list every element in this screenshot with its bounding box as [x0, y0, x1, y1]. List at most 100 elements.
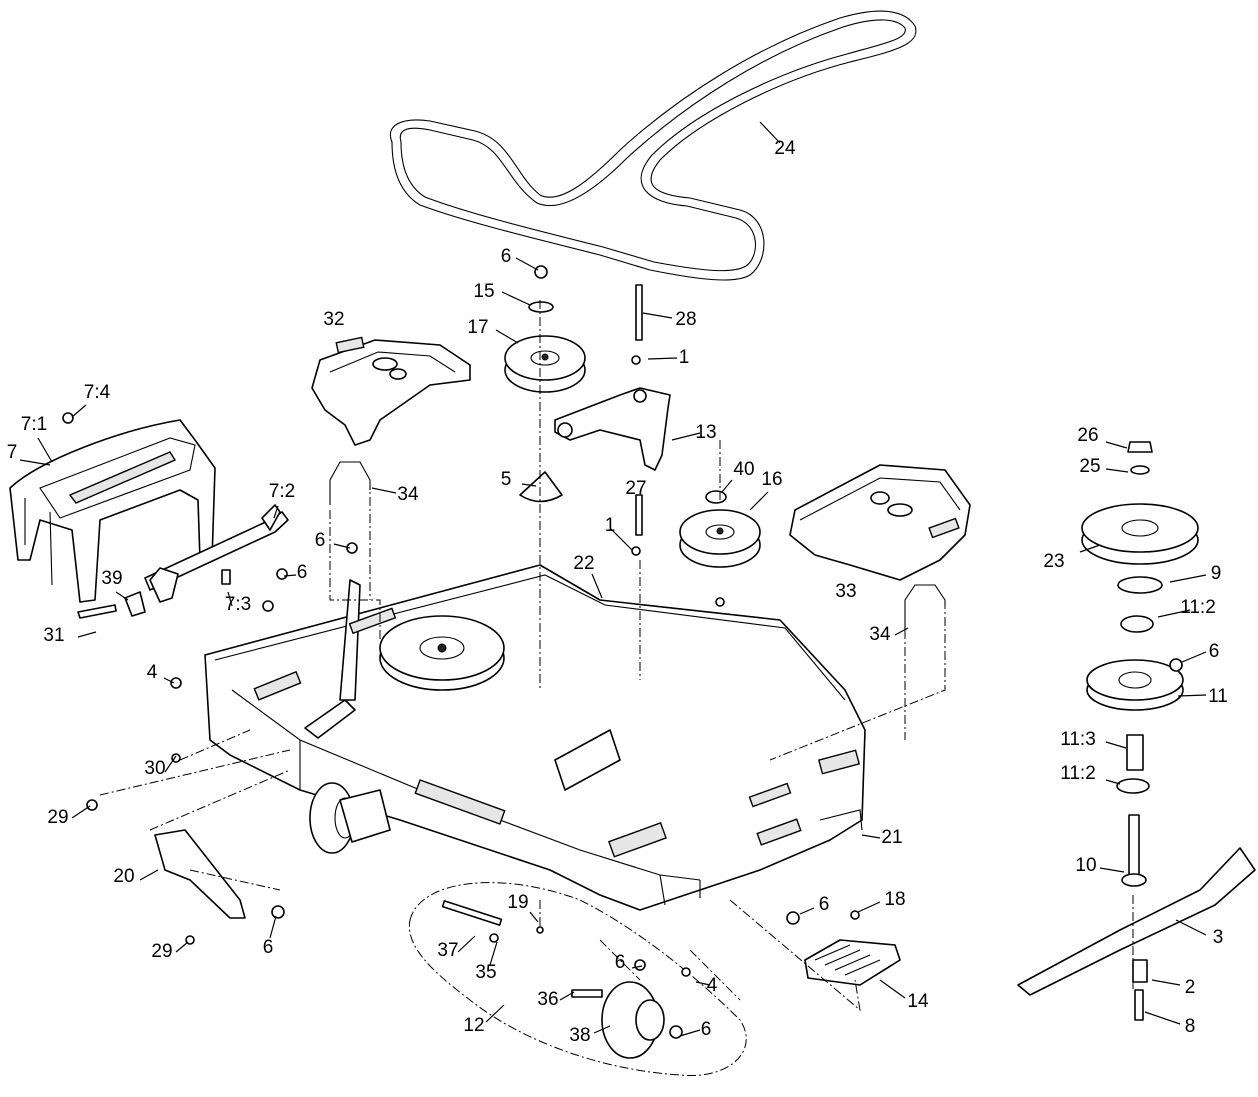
callout-label: 34	[397, 484, 419, 505]
callout-label: 16	[761, 469, 782, 490]
callout-leader-line	[1144, 1011, 1181, 1025]
callout-leader-line	[1175, 919, 1207, 936]
callout-leader-line	[164, 755, 177, 773]
cone-washer	[519, 471, 563, 503]
spindle-spacer-2	[1132, 959, 1148, 983]
callout-label: 39	[101, 568, 122, 589]
wheel-kit-outline	[408, 882, 747, 1077]
callout-label: 6	[819, 894, 830, 915]
callout-label: 40	[733, 459, 754, 480]
callout-label: 6	[615, 952, 626, 973]
callout-leader-line	[269, 915, 277, 939]
callout-label: 20	[113, 866, 134, 887]
callout-label: 12	[463, 1015, 484, 1036]
callout-label: 1	[679, 347, 690, 368]
callout-label: 5	[501, 469, 512, 490]
callout-leader-line	[799, 907, 815, 915]
callout-leader-line	[227, 591, 233, 607]
nut-26	[1127, 441, 1153, 453]
blade-bolt-8	[1134, 989, 1144, 1021]
u-bolt-34-right	[904, 584, 946, 630]
u-bolt-34-left	[329, 461, 371, 505]
callout-label: 17	[467, 317, 488, 338]
callout-label: 11:3	[1060, 729, 1096, 750]
callout-leader-line	[71, 404, 87, 418]
deflector-baffle	[154, 829, 246, 919]
callout-leader-line	[1105, 779, 1121, 785]
callout-leader-line	[695, 981, 711, 986]
callout-label: 7:2	[269, 481, 295, 502]
callout-leader-line	[759, 121, 781, 144]
callout-label: 2	[1185, 977, 1196, 998]
callout-label: 11:2	[1060, 763, 1096, 784]
callout-label: 7:4	[84, 382, 111, 403]
callout-label: 30	[144, 758, 165, 779]
callout-label: 34	[869, 624, 891, 645]
callout-leader-line	[642, 312, 673, 319]
callout-leader-line	[139, 869, 159, 881]
callout-label: 29	[47, 807, 68, 828]
callout-leader-line	[1177, 694, 1207, 697]
callout-leader-line	[515, 257, 539, 271]
callout-leader-line	[521, 483, 537, 487]
left-belt-cover	[311, 336, 471, 446]
mower-blade	[1017, 847, 1256, 996]
callout-leader-line	[609, 527, 633, 551]
callout-leader-line	[593, 1025, 611, 1034]
callout-leader-line	[495, 329, 519, 344]
callout-leader-line	[857, 901, 881, 913]
callout-leader-line	[489, 941, 498, 966]
callout-label: 3	[1213, 927, 1224, 948]
callout-label: 4	[147, 662, 158, 683]
spacer-40	[705, 490, 727, 504]
callout-label: 38	[569, 1025, 590, 1046]
callout-label: 7:3	[225, 594, 251, 615]
callout-label: 28	[675, 309, 696, 330]
callout-leader-line	[1105, 741, 1127, 749]
callout-leader-line	[1151, 979, 1181, 986]
callout-label: 23	[1043, 551, 1064, 572]
deck-front-wheel	[309, 782, 391, 854]
callout-leader-line	[175, 941, 189, 953]
wheel-axle-36	[571, 989, 603, 998]
callout-leader-line	[1181, 651, 1207, 663]
callout-label: 9	[1211, 563, 1222, 584]
callout-label: 19	[507, 892, 528, 913]
callout-leader-line	[163, 677, 175, 684]
callout-label: 22	[573, 553, 594, 574]
callout-label: 31	[43, 625, 64, 646]
hardware-pieces	[62, 265, 1183, 1039]
shield-bracket	[144, 504, 289, 603]
callout-label: 11:2	[1180, 597, 1216, 618]
callout-leader-line	[894, 627, 909, 636]
callout-label: 33	[835, 581, 856, 602]
callout-leaders	[19, 121, 1207, 1037]
callout-label: 11	[1208, 686, 1228, 707]
callout-leader-line	[631, 965, 643, 969]
wheel-bolt-37	[441, 900, 503, 926]
callout-leader-line	[559, 991, 575, 1001]
callout-leader-line	[37, 437, 53, 463]
callout-label: 1	[605, 515, 616, 536]
callout-leader-line	[333, 543, 351, 549]
clevis-pin	[77, 604, 117, 619]
deck-decals	[253, 607, 861, 858]
callout-leader-line	[1079, 544, 1101, 553]
callout-label: 36	[537, 989, 558, 1010]
anti-scalp-wheel	[601, 981, 665, 1059]
callout-label: 6	[1209, 641, 1220, 662]
callout-leader-line	[671, 432, 701, 441]
callout-label: 32	[323, 309, 344, 330]
callout-leader-line	[1169, 574, 1207, 583]
callout-leader-line	[1099, 867, 1125, 873]
callout-label: 6	[315, 530, 326, 551]
idler-arm	[554, 387, 671, 471]
spacer-27	[635, 494, 643, 536]
callout-label: 26	[1077, 425, 1098, 446]
callout-label: 25	[1079, 456, 1100, 477]
callout-label: 21	[881, 827, 902, 848]
callout-leader-line	[19, 459, 51, 466]
callout-leader-line	[879, 979, 906, 999]
